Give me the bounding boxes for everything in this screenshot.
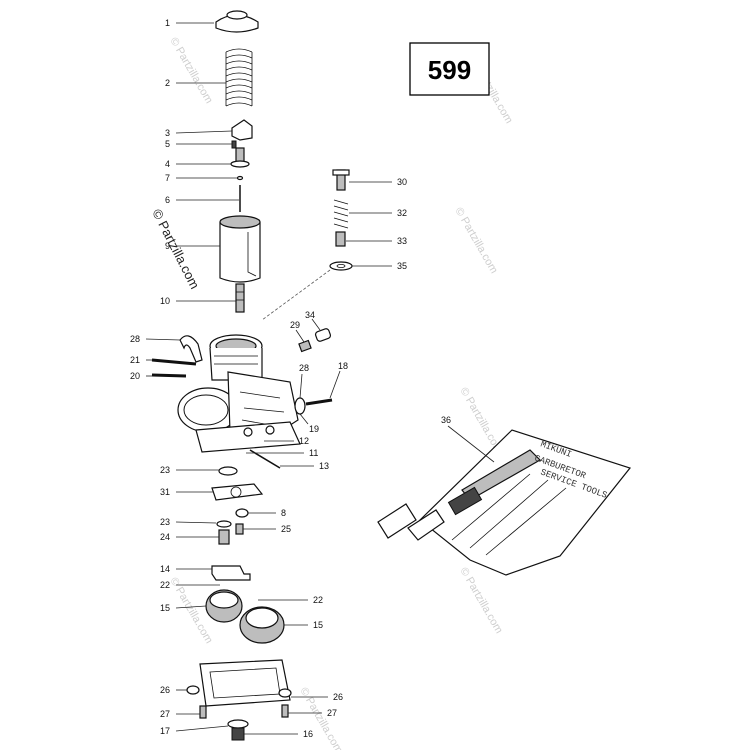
callout-label: 33 bbox=[397, 236, 407, 246]
callout-label: 29 bbox=[290, 320, 300, 330]
callout-14: 14 bbox=[160, 564, 212, 574]
callout-4: 4 bbox=[165, 159, 231, 169]
callout-label: 28 bbox=[299, 363, 309, 373]
callout-9: 9 bbox=[165, 241, 220, 251]
callout-30: 30 bbox=[349, 177, 407, 187]
callout-23-lower: 23 bbox=[160, 517, 217, 527]
callout-24: 24 bbox=[160, 532, 219, 542]
callout-label: 28 bbox=[130, 334, 140, 344]
callout-17: 17 bbox=[160, 725, 229, 736]
callouts: 1 2 3 5 4 7 6 9 10 30 32 33 35 28 21 20 … bbox=[130, 18, 495, 739]
callout-21: 21 bbox=[130, 355, 152, 365]
callout-22-left: 22 bbox=[160, 580, 220, 590]
callout-36: 36 bbox=[441, 415, 495, 463]
faint-watermark: © Partzilla.com bbox=[452, 206, 499, 276]
callout-28-left: 28 bbox=[130, 334, 181, 344]
callout-label: 20 bbox=[130, 371, 140, 381]
callout-16: 16 bbox=[244, 729, 313, 739]
callout-label: 27 bbox=[327, 708, 337, 718]
carburetor-body bbox=[151, 328, 333, 469]
callout-12: 12 bbox=[264, 436, 309, 446]
callout-1: 1 bbox=[165, 18, 214, 28]
callout-label: 11 bbox=[309, 448, 318, 458]
callout-label: 8 bbox=[281, 508, 286, 518]
callout-27-right: 27 bbox=[288, 708, 337, 718]
callout-35: 35 bbox=[352, 261, 407, 271]
callout-label: 34 bbox=[305, 310, 315, 320]
float-bowl-group bbox=[186, 466, 292, 741]
carburetor-top-assembly bbox=[215, 10, 261, 313]
callout-label: 14 bbox=[160, 564, 170, 574]
callout-20: 20 bbox=[130, 371, 152, 381]
spring-part bbox=[225, 48, 253, 107]
callout-label: 5 bbox=[165, 139, 170, 149]
callout-26-left: 26 bbox=[160, 685, 187, 695]
callout-label: 10 bbox=[160, 296, 170, 306]
callout-label: 22 bbox=[313, 595, 323, 605]
callout-label: 1 bbox=[165, 18, 170, 28]
callout-label: 17 bbox=[160, 726, 170, 736]
callout-label: 32 bbox=[397, 208, 407, 218]
callout-label: 15 bbox=[160, 603, 170, 613]
callout-15-right: 15 bbox=[284, 620, 323, 630]
callout-label: 3 bbox=[165, 128, 170, 138]
callout-11: 11 bbox=[246, 448, 318, 458]
main-watermark: © Partzilla.com bbox=[149, 207, 202, 292]
callout-28-right: 28 bbox=[299, 363, 309, 399]
callout-2: 2 bbox=[165, 78, 226, 88]
callout-label: 27 bbox=[160, 709, 170, 719]
callout-label: 23 bbox=[160, 517, 170, 527]
callout-label: 36 bbox=[441, 415, 451, 425]
callout-8: 8 bbox=[248, 508, 286, 518]
callout-31: 31 bbox=[160, 487, 214, 497]
callout-13: 13 bbox=[280, 461, 329, 471]
callout-19: 19 bbox=[299, 413, 319, 434]
callout-22-right: 22 bbox=[258, 595, 323, 605]
callout-label: 7 bbox=[165, 173, 170, 183]
callout-label: 21 bbox=[130, 355, 140, 365]
diagram-number: 599 bbox=[428, 55, 471, 85]
callout-label: 19 bbox=[309, 424, 319, 434]
callout-label: 18 bbox=[338, 361, 348, 371]
callout-label: 13 bbox=[319, 461, 329, 471]
callout-label: 23 bbox=[160, 465, 170, 475]
callout-5: 5 bbox=[165, 139, 232, 149]
callout-10: 10 bbox=[160, 296, 236, 306]
callout-label: 4 bbox=[165, 159, 170, 169]
callout-label: 16 bbox=[303, 729, 313, 739]
callout-32: 32 bbox=[349, 208, 407, 218]
callout-23-upper: 23 bbox=[160, 465, 219, 475]
callout-27-left: 27 bbox=[160, 709, 200, 719]
callout-34: 34 bbox=[305, 310, 321, 331]
callout-label: 15 bbox=[313, 620, 323, 630]
callout-15-left: 15 bbox=[160, 603, 207, 613]
callout-label: 2 bbox=[165, 78, 170, 88]
callout-6: 6 bbox=[165, 195, 239, 205]
callout-label: 12 bbox=[299, 436, 309, 446]
callout-18: 18 bbox=[329, 361, 348, 399]
faint-watermark: © Partzilla.com bbox=[457, 566, 504, 636]
callout-25: 25 bbox=[243, 524, 291, 534]
callout-label: 35 bbox=[397, 261, 407, 271]
callout-label: 26 bbox=[333, 692, 343, 702]
callout-label: 24 bbox=[160, 532, 170, 542]
diagram-number-box: 599 bbox=[409, 42, 490, 96]
callout-3: 3 bbox=[165, 128, 233, 138]
callout-33: 33 bbox=[346, 236, 407, 246]
callout-label: 6 bbox=[165, 195, 170, 205]
callout-label: 26 bbox=[160, 685, 170, 695]
callout-label: 31 bbox=[160, 487, 170, 497]
callout-26-right: 26 bbox=[291, 692, 343, 702]
callout-label: 30 bbox=[397, 177, 407, 187]
callout-7: 7 bbox=[165, 173, 237, 183]
callout-label: 22 bbox=[160, 580, 170, 590]
air-screw-group bbox=[261, 169, 353, 321]
callout-29: 29 bbox=[290, 320, 305, 343]
service-tool-kit: MIKUNI CARBURETOR SERVICE TOOLS bbox=[377, 429, 632, 576]
faint-watermark: © Partzilla.com bbox=[167, 36, 214, 106]
callout-label: 9 bbox=[165, 241, 170, 251]
callout-label: 25 bbox=[281, 524, 291, 534]
